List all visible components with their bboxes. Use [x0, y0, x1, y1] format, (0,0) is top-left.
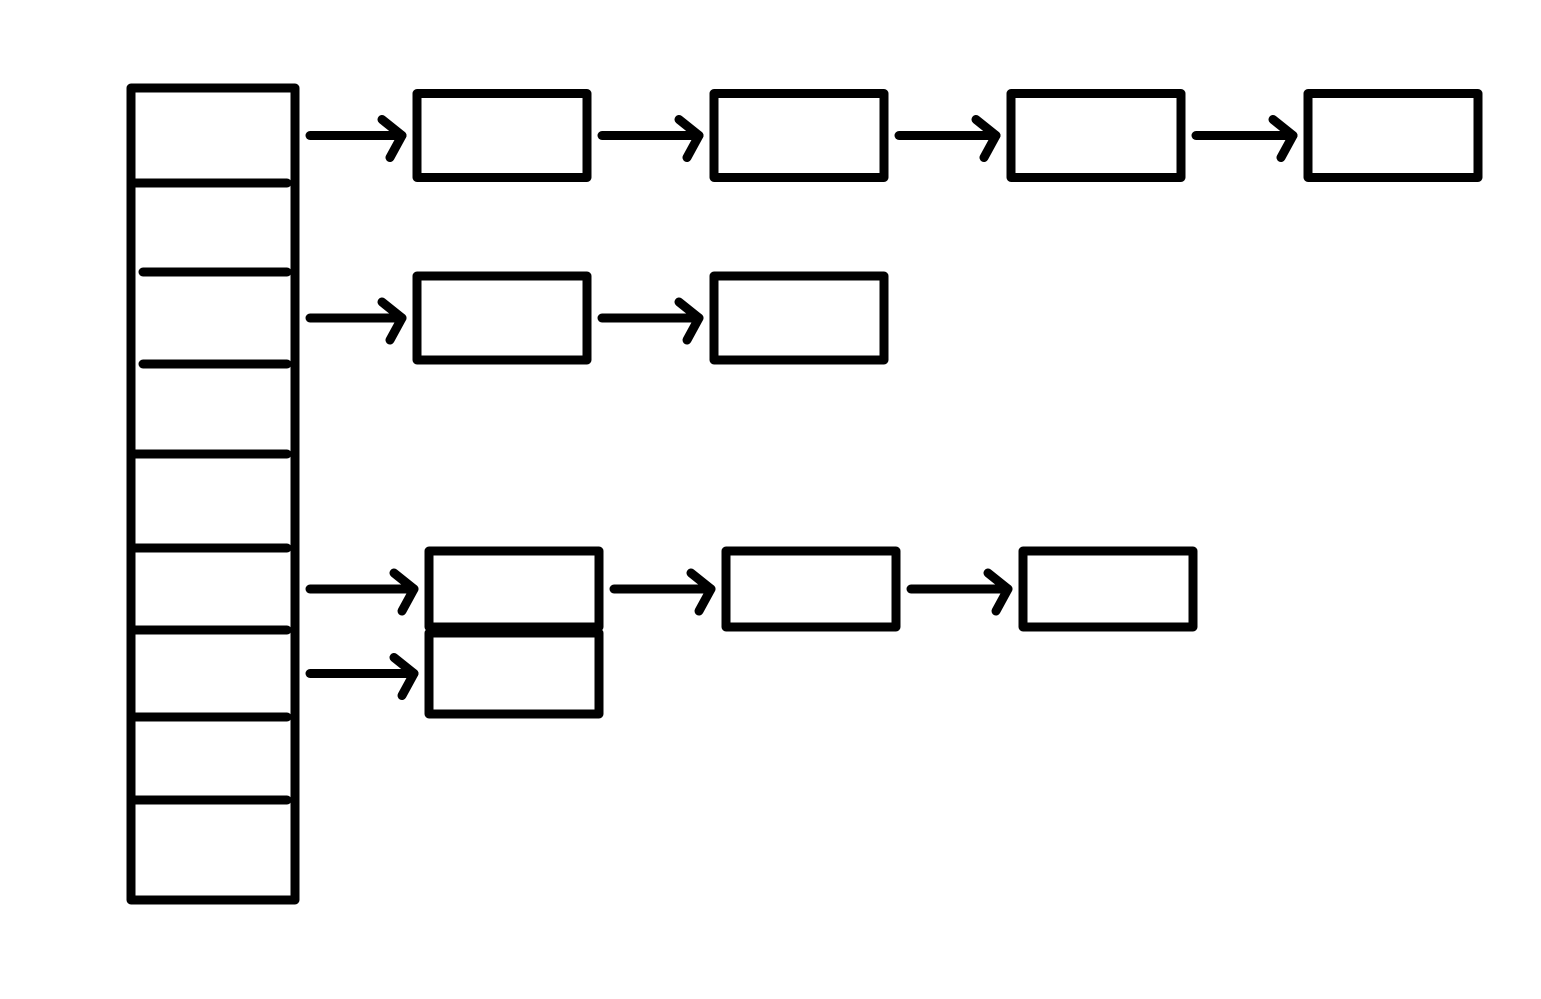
pointer-arrow: [906, 568, 1013, 616]
bucket-slot: [131, 272, 295, 364]
bucket-slot: [131, 548, 295, 630]
pointer-arrow: [305, 115, 407, 162]
bucket-slot: [131, 88, 295, 183]
list-node: [412, 271, 592, 365]
pointer-arrow: [305, 568, 419, 616]
list-node: [1006, 89, 1186, 182]
chain: [305, 628, 604, 719]
pointer-arrow: [894, 115, 1001, 162]
list-node: [424, 628, 604, 719]
pointer-arrow: [305, 653, 419, 700]
bucket-slot: [131, 183, 295, 272]
chain: [305, 546, 1198, 632]
pointer-arrow: [305, 297, 407, 345]
list-node: [721, 546, 901, 632]
chain: [305, 89, 1483, 182]
pointer-arrow: [1191, 115, 1298, 162]
bucket-slot: [131, 800, 295, 900]
list-node: [412, 89, 592, 182]
pointer-arrow: [597, 115, 704, 162]
bucket-array: [126, 83, 300, 905]
chain: [305, 271, 889, 365]
bucket-slot: [131, 364, 295, 454]
pointer-arrow: [597, 297, 704, 345]
bucket-array-outline: [126, 83, 300, 905]
pointer-arrow: [609, 568, 716, 616]
chains: [305, 89, 1483, 719]
list-node: [709, 89, 889, 182]
bucket-slot: [131, 717, 295, 800]
bucket-slot: [131, 454, 295, 548]
list-node: [1018, 546, 1198, 632]
list-node: [1303, 89, 1483, 182]
list-node: [709, 271, 889, 365]
list-node: [424, 546, 604, 632]
bucket-slot: [131, 630, 295, 717]
